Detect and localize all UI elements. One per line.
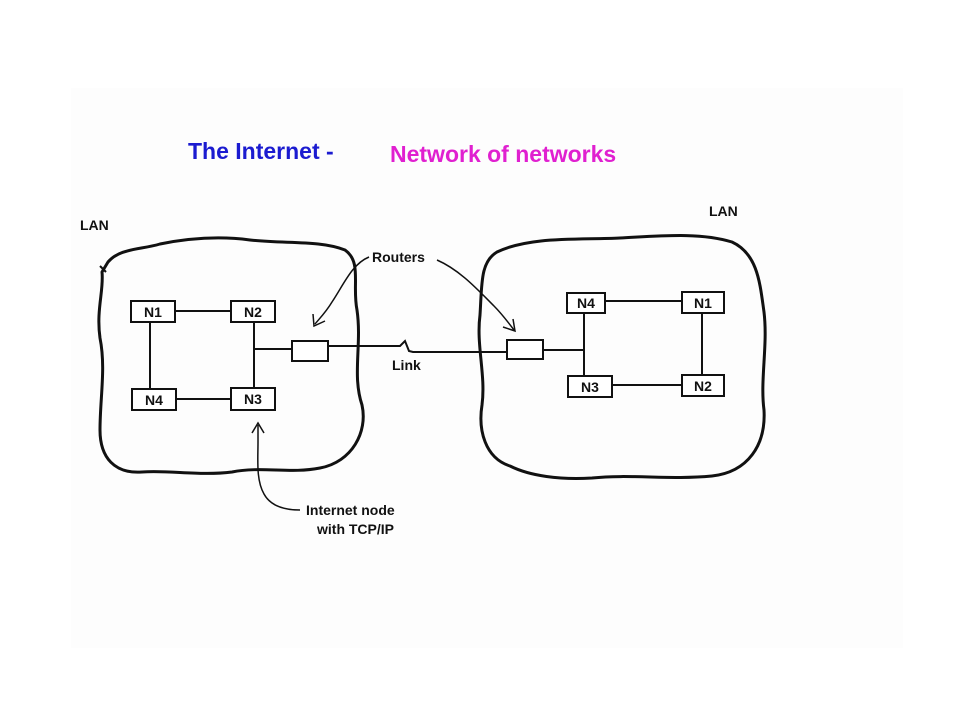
title-part-1: The Internet -: [188, 138, 334, 164]
routers-arrow-right: [436, 259, 515, 331]
router-left: [291, 340, 329, 362]
right-lan-cloud: [477, 234, 767, 480]
router-right: [506, 339, 544, 360]
internet-node-sublabel: with TCP/IP: [317, 521, 394, 537]
routers-arrow-left: [314, 256, 370, 325]
routers-arrow-left-head: [312, 313, 326, 328]
right-node-n4: N4: [566, 292, 606, 314]
left-node-n2: N2: [230, 300, 276, 323]
title-part-2: Network of networks: [390, 141, 617, 167]
left-lan-cloud-tick: [99, 265, 107, 273]
internet-node-arrow: [257, 425, 301, 511]
left-lan-cloud: [97, 236, 365, 475]
wan-link: [328, 339, 508, 353]
left-node-n3: N3: [230, 387, 276, 411]
routers-label: Routers: [372, 249, 425, 265]
right-node-n2: N2: [681, 374, 725, 397]
link-label: Link: [392, 357, 421, 373]
left-node-n4: N4: [131, 388, 177, 411]
lan-left-label: LAN: [80, 217, 109, 233]
left-node-n1: N1: [130, 300, 176, 323]
internet-node-label: Internet node: [306, 502, 395, 518]
right-node-n1: N1: [681, 291, 725, 314]
routers-arrow-right-head: [502, 318, 516, 333]
internet-node-arrow-head: [251, 421, 265, 434]
lan-right-label: LAN: [709, 203, 738, 219]
right-node-n3: N3: [567, 375, 613, 398]
